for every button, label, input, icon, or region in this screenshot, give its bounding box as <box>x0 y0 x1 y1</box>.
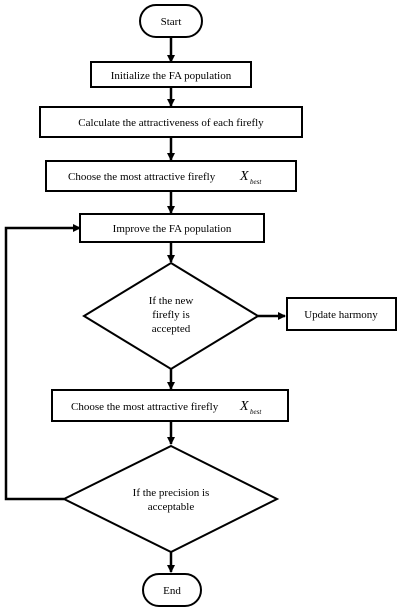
choose-label-1: Choose the most attractive firefly <box>68 171 216 183</box>
decision-accepted: If the new firefly is accepted <box>82 261 260 371</box>
init-label: Initialize the FA population <box>111 70 232 82</box>
improve-step: Improve the FA population <box>79 213 265 243</box>
decision-precision-line-2: acceptable <box>148 501 195 513</box>
improve-label: Improve the FA population <box>113 223 232 235</box>
xbest-subscript-1: best <box>250 178 262 186</box>
init-step: Initialize the FA population <box>90 61 252 88</box>
decision-accepted-line-2: firefly is <box>152 309 190 321</box>
decision-precision-line-1: If the precision is <box>133 487 210 499</box>
decision-precision: If the precision is acceptable <box>61 444 280 554</box>
xbest-symbol-2: X <box>239 399 249 414</box>
end-label: End <box>163 585 181 597</box>
start-node: Start <box>139 4 203 38</box>
edge-loop-back <box>4 224 81 501</box>
choose-step-2: Choose the most attractive firefly X bes… <box>51 389 289 422</box>
xbest-symbol-1: X <box>239 169 249 184</box>
calc-label: Calculate the attractiveness of each fir… <box>78 117 264 129</box>
xbest-subscript-2: best <box>250 408 262 416</box>
end-node: End <box>142 573 202 607</box>
choose-label-2: Choose the most attractive firefly <box>71 401 219 413</box>
decision-accepted-line-3: accepted <box>152 323 191 335</box>
choose-step-1: Choose the most attractive firefly X bes… <box>45 160 297 192</box>
calc-step: Calculate the attractiveness of each fir… <box>39 106 303 138</box>
decision-accepted-line-1: If the new <box>149 295 194 307</box>
connectors <box>4 37 286 573</box>
update-step: Update harmony <box>286 297 397 331</box>
start-label: Start <box>161 16 182 28</box>
update-label: Update harmony <box>304 309 378 321</box>
